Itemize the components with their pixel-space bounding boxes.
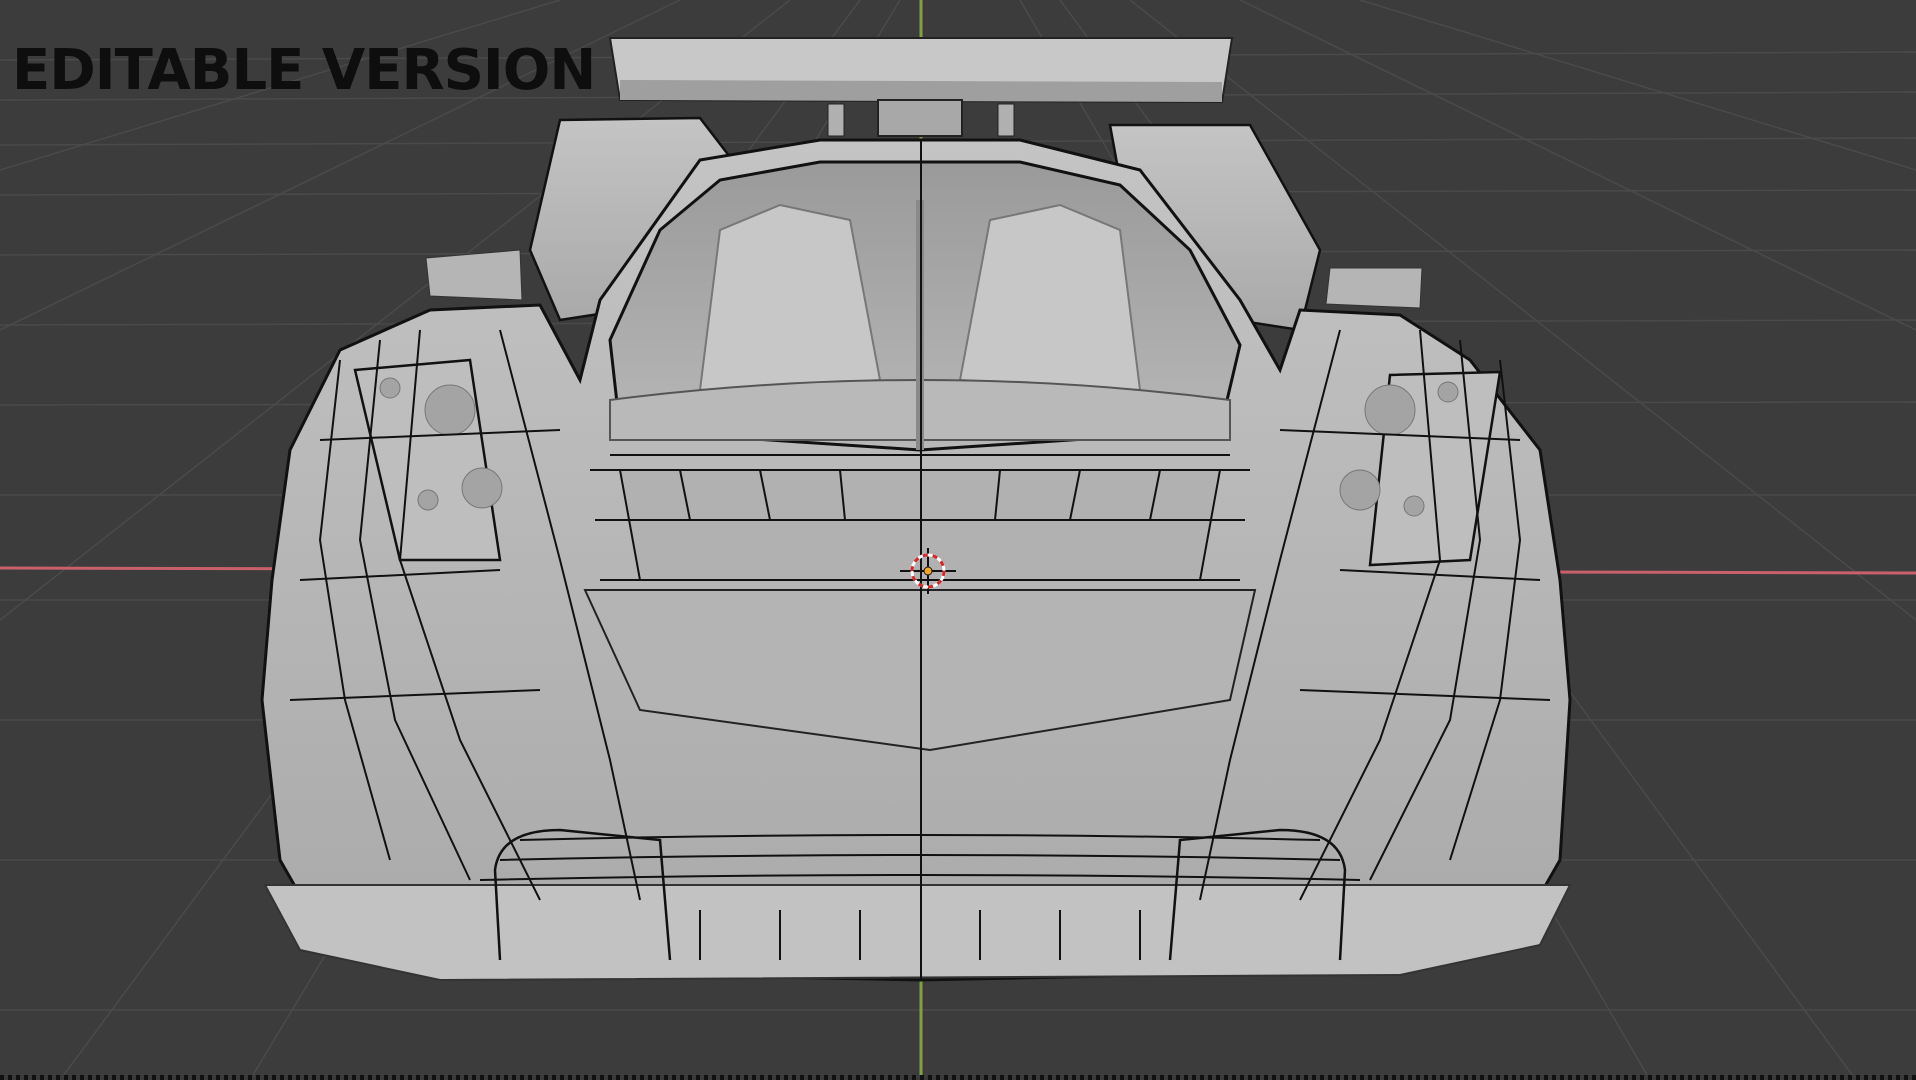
3d-cursor-icon[interactable]	[898, 548, 958, 594]
seat-left	[698, 203, 882, 392]
rear-wing	[608, 37, 1234, 137]
viewport-bottom-border	[0, 1075, 1916, 1080]
seat-right	[958, 203, 1142, 392]
editable-version-label: EDITABLE VERSION	[12, 38, 596, 103]
headlight-left	[353, 358, 503, 562]
front-splitter	[263, 884, 1572, 982]
